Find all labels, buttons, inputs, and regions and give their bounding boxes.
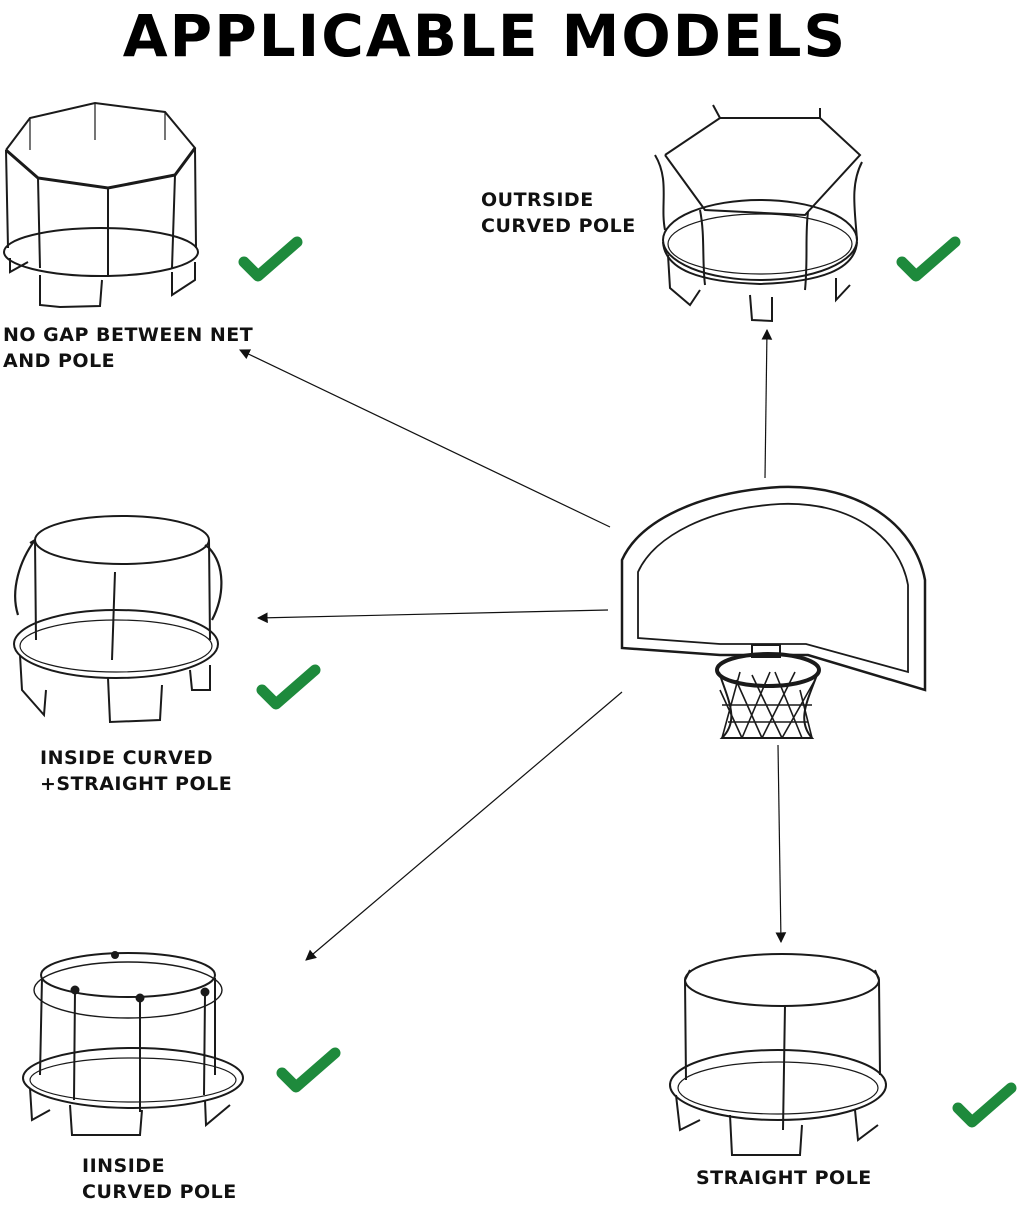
check-icon <box>952 1082 1017 1128</box>
label-inside-curved-straight: INSIDE CURVED+STRAIGHT POLE <box>40 747 233 795</box>
check-icon <box>238 236 303 282</box>
check-icon <box>896 236 961 282</box>
trampoline-icon <box>654 104 863 323</box>
trampoline-icon <box>3 101 199 309</box>
page-title: APPLICABLE MODELS <box>122 2 848 70</box>
arrow-icon <box>239 328 787 961</box>
trampoline-icon <box>669 953 887 1156</box>
label-straight: STRAIGHT POLE <box>696 1167 872 1189</box>
check-icon <box>256 664 321 710</box>
trampoline-icon <box>13 515 223 724</box>
basketball-hoop-icon <box>620 485 927 739</box>
check-icon <box>276 1047 341 1093</box>
trampoline-icon <box>22 951 244 1136</box>
